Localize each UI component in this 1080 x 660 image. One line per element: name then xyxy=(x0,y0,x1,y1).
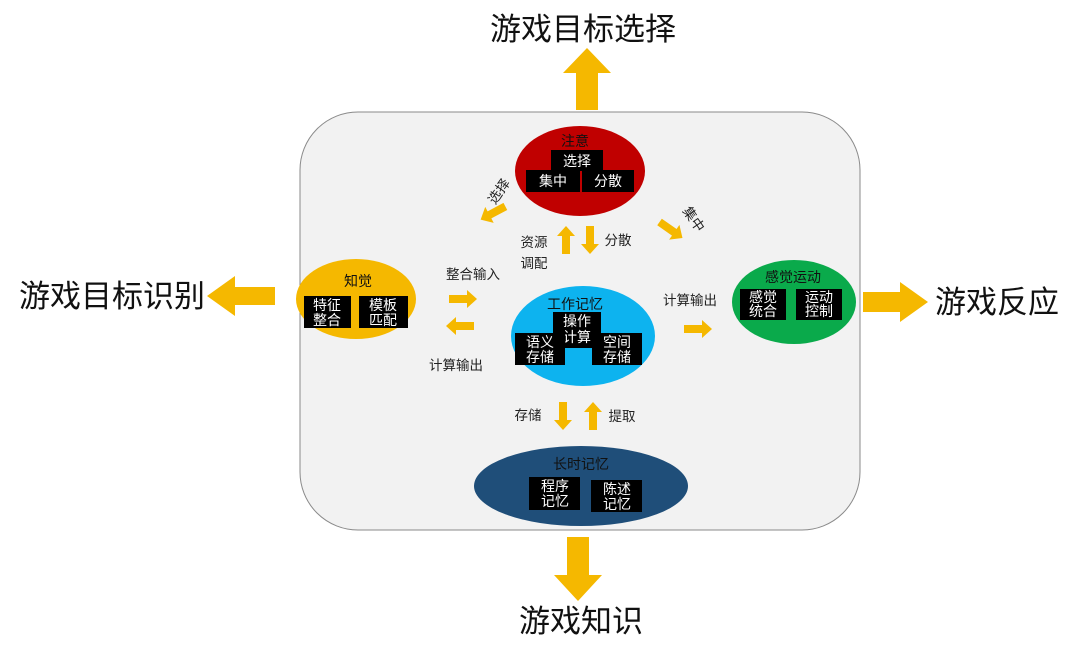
attention-node: 注意 选择 集中 分散 xyxy=(515,126,645,216)
sensorimotor-motor-box xyxy=(796,289,842,320)
flow-label-divide: 分散 xyxy=(605,233,633,249)
attention-select-label: 选择 xyxy=(563,154,591,170)
long-term-memory-procedural-label-1: 程序 xyxy=(541,479,569,495)
sensorimotor-title: 感觉运动 xyxy=(765,269,821,286)
flow-label-compute-output-right: 计算输出 xyxy=(663,293,717,309)
flow-label-compute-output-left: 计算输出 xyxy=(429,358,483,374)
long-term-memory-declarative-label-1: 陈述 xyxy=(603,481,631,498)
working-memory-node: 工作记忆 操作 计算 语义 存储 空间 存储 xyxy=(511,286,655,386)
output-label-top: 游戏目标选择 xyxy=(490,12,676,48)
output-label-left: 游戏目标识别 xyxy=(19,279,205,315)
attention-divide-box xyxy=(582,170,634,192)
sensorimotor-sense-box xyxy=(740,289,786,320)
flow-label-integrate-input: 整合输入 xyxy=(446,267,500,283)
attention-divide-label: 分散 xyxy=(594,174,622,190)
long-term-memory-procedural-box xyxy=(529,477,580,510)
working-memory-semantic-box xyxy=(515,333,565,365)
attention-focus-label: 集中 xyxy=(539,173,567,190)
working-memory-operation-label-1: 操作 xyxy=(563,314,591,330)
output-label-right: 游戏反应 xyxy=(935,285,1059,321)
flow-label-store: 存储 xyxy=(515,408,542,424)
sensorimotor-node: 感觉运动 感觉 统合 运动 控制 xyxy=(732,260,856,344)
working-memory-title: 工作记忆 xyxy=(547,297,603,313)
perception-pattern-label-1: 模板 xyxy=(369,298,397,314)
perception-feature-box xyxy=(304,296,351,328)
arrow-select xyxy=(480,202,508,223)
sensorimotor-sense-label-1: 感觉 xyxy=(749,289,777,306)
output-label-bottom: 游戏知识 xyxy=(519,604,643,640)
perception-node: 知觉 特征 整合 模板 匹配 xyxy=(296,259,416,339)
working-memory-operation-label-2: 计算 xyxy=(563,330,591,346)
arrow-store-down xyxy=(554,402,572,430)
long-term-memory-procedural-label-2: 记忆 xyxy=(541,494,569,510)
long-term-memory-node: 长时记忆 程序 记忆 陈述 记忆 xyxy=(474,446,688,526)
flow-label-resource-1: 资源 xyxy=(521,235,549,251)
attention-focus-box xyxy=(526,170,580,192)
attention-select-box xyxy=(551,150,603,171)
long-term-memory-declarative-box xyxy=(591,480,642,512)
sensorimotor-ellipse xyxy=(732,260,856,344)
long-term-memory-title: 长时记忆 xyxy=(553,457,609,473)
arrow-integrate-input xyxy=(449,290,477,308)
flow-label-resource-2: 调配 xyxy=(521,256,549,272)
sensorimotor-motor-label-2: 控制 xyxy=(805,304,833,320)
long-term-memory-declarative-label-2: 记忆 xyxy=(603,497,631,513)
arrow-divide-down xyxy=(581,226,599,254)
working-memory-spatial-label-1: 空间 xyxy=(603,335,631,351)
working-memory-spatial-label-2: 存储 xyxy=(603,350,631,366)
arrow-retrieve-up xyxy=(584,402,602,430)
perception-feature-label-1: 特征 xyxy=(313,298,341,314)
perception-pattern-label-2: 匹配 xyxy=(369,313,397,329)
sensorimotor-motor-label-1: 运动 xyxy=(805,290,833,306)
arrow-compute-output-left xyxy=(446,317,474,335)
flow-label-retrieve: 提取 xyxy=(609,409,637,425)
arrow-focus xyxy=(657,218,683,240)
attention-title: 注意 xyxy=(561,133,589,150)
perception-pattern-box xyxy=(359,296,408,328)
sensorimotor-sense-label-2: 统合 xyxy=(749,304,777,320)
working-memory-semantic-label-2: 存储 xyxy=(526,350,554,366)
working-memory-spatial-box xyxy=(592,333,642,365)
working-memory-semantic-label-1: 语义 xyxy=(526,335,554,351)
arrow-down-output xyxy=(554,537,602,601)
arrow-left-output xyxy=(207,276,275,316)
perception-title: 知觉 xyxy=(344,273,372,290)
perception-feature-label-2: 整合 xyxy=(313,313,341,329)
arrow-resource-up xyxy=(557,226,575,254)
arrow-right-output xyxy=(863,282,928,322)
arrow-compute-output-right xyxy=(684,320,712,338)
arrow-up-output xyxy=(563,48,611,110)
